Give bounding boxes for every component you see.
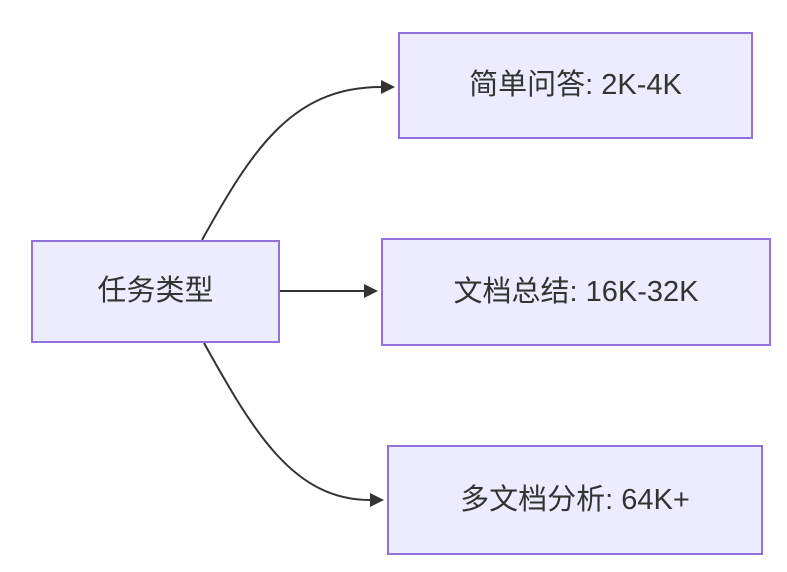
node-multi-doc-analysis: 多文档分析: 64K+ [387, 445, 763, 555]
node-task-type-label: 任务类型 [97, 275, 214, 308]
node-simple-qa-label: 简单问答: 2K-4K [469, 69, 682, 102]
edge-task-type-to-multi-doc [203, 342, 384, 507]
edge-task-type-to-simple-qa [201, 80, 395, 241]
node-doc-summary-label: 文档总结: 16K-32K [453, 275, 699, 308]
node-multi-doc-analysis-label: 多文档分析: 64K+ [460, 483, 690, 516]
node-doc-summary: 文档总结: 16K-32K [381, 238, 771, 346]
node-task-type: 任务类型 [31, 240, 280, 343]
node-simple-qa: 简单问答: 2K-4K [398, 32, 753, 139]
